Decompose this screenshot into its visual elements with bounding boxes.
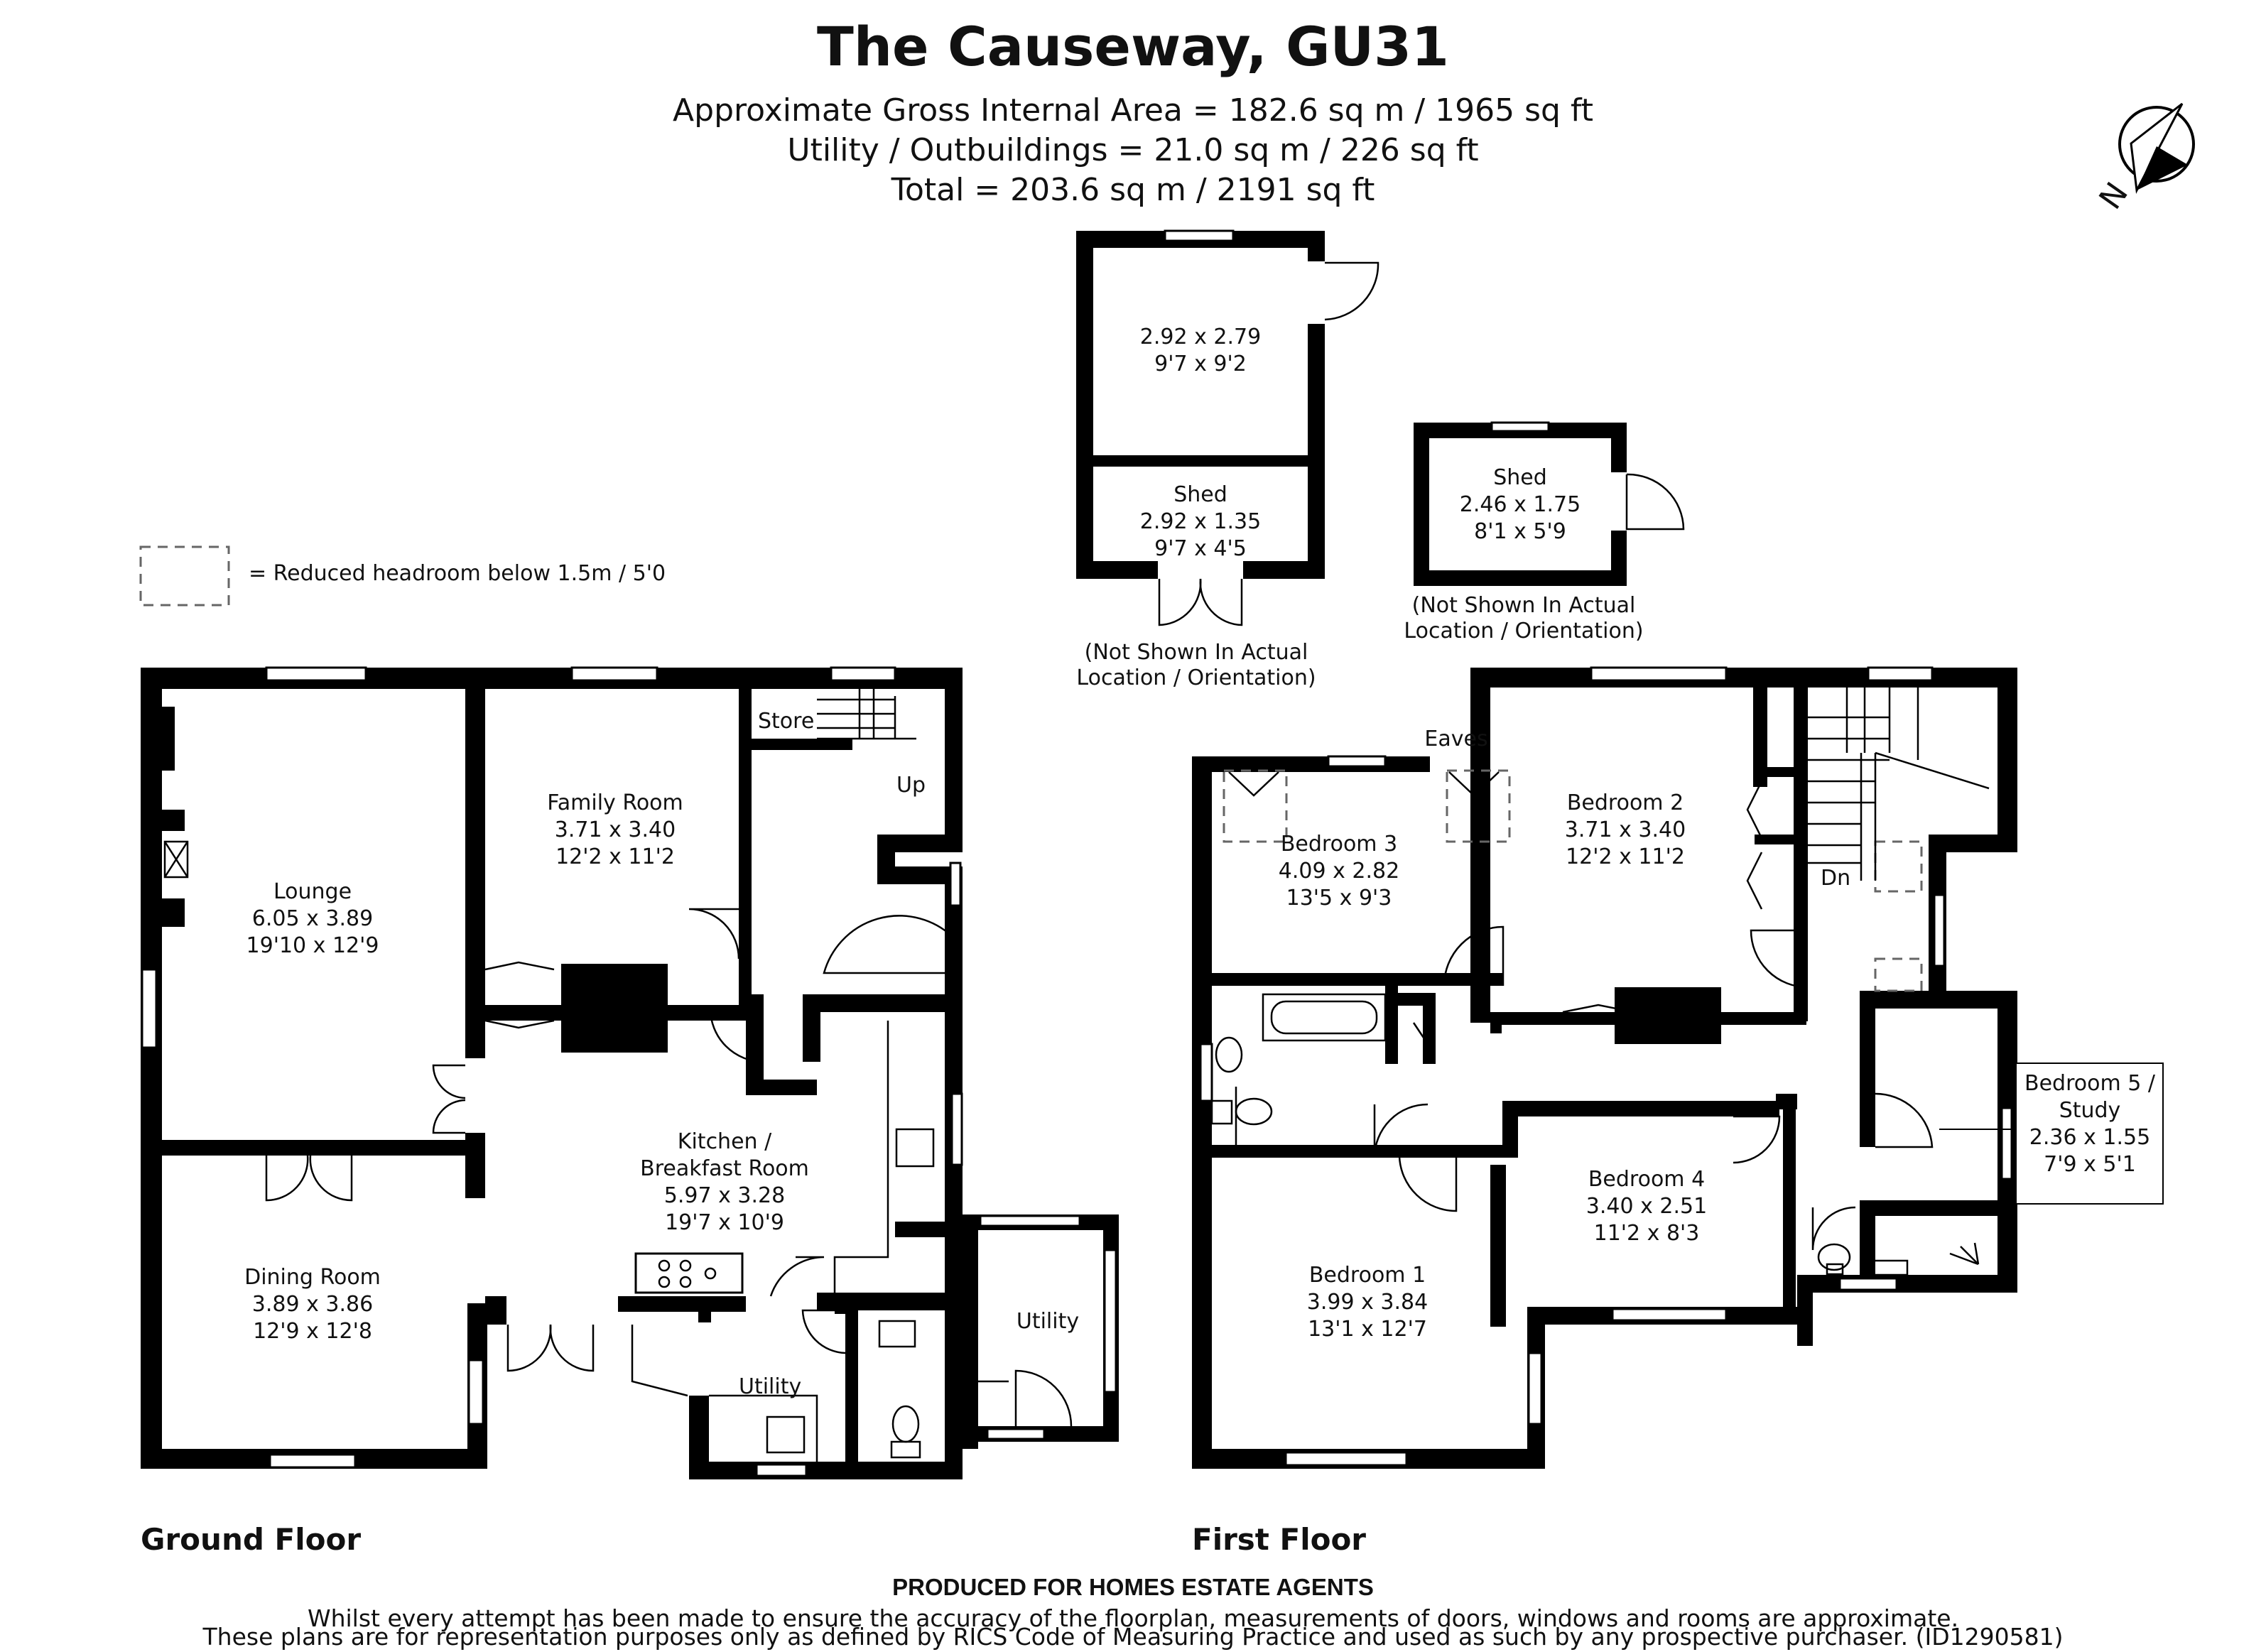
family-room-dims-ft: 12'2 x 11'2 [555,844,675,869]
utility-outbuilding [963,1214,1119,1449]
shed-a-note-line-2: Location / Orientation) [1076,665,1316,690]
eaves-label: Eaves [1424,727,1487,751]
outbuilding-a [1076,229,1379,626]
area-line-total: Total = 203.6 sq m / 2191 sq ft [891,172,1375,208]
family-room-dims-m: 3.71 x 3.40 [555,817,676,842]
kitchen-name-line-2: Breakfast Room [640,1156,809,1181]
shed-a-dims-m: 2.92 x 1.35 [1140,509,1261,534]
shed-b-note-line-2: Location / Orientation) [1404,619,1643,643]
bedroom-3-dims-m: 4.09 x 2.82 [1279,859,1399,884]
outbuilding-a-upper-dims-ft: 9'7 x 9'2 [1154,352,1247,376]
lounge-name: Lounge [273,879,352,904]
bedroom-5-name-line-2: Study [2059,1098,2121,1123]
kitchen-name-line-1: Kitchen / [678,1129,772,1154]
dining-room-name: Dining Room [244,1265,381,1290]
store-label: Store [758,709,814,734]
shed-a-note-line-1: (Not Shown In Actual [1085,640,1308,665]
kitchen-dims-ft: 19'7 x 10'9 [665,1210,784,1235]
kitchen-dims-m: 5.97 x 3.28 [664,1183,785,1208]
produced-for: PRODUCED FOR HOMES ESTATE AGENTS [892,1574,1374,1600]
stairs-down-label: Dn [1821,866,1850,891]
bedroom-2-dims-m: 3.71 x 3.40 [1565,817,1686,842]
legend-text: = Reduced headroom below 1.5m / 5'0 [249,561,666,586]
bedroom-2-dims-ft: 12'2 x 11'2 [1566,844,1685,869]
bedroom-4-dims-ft: 11'2 x 8'3 [1594,1221,1700,1246]
bedroom-4-dims-m: 3.40 x 2.51 [1586,1194,1707,1219]
bedroom-5-dims-m: 2.36 x 1.55 [2029,1125,2150,1150]
shed-b-dims-m: 2.46 x 1.75 [1460,492,1581,517]
bedroom-5-name-line-1: Bedroom 5 / [2024,1071,2156,1096]
dining-room-dims-ft: 12'9 x 12'8 [253,1319,372,1344]
bedroom-1-name: Bedroom 1 [1309,1263,1426,1288]
page-title: The Causeway, GU31 [817,15,1449,78]
first-floor-plan [1192,666,2017,1469]
disclaimer-line-2: These plans are for representation purpo… [202,1623,2064,1651]
lounge-dims-m: 6.05 x 3.89 [252,906,373,931]
ground-floor-plan [141,666,963,1479]
stairs-up-label: Up [896,773,926,798]
ground-floor-label: Ground Floor [141,1522,361,1557]
shed-b-name: Shed [1493,465,1547,490]
area-line-utility: Utility / Outbuildings = 21.0 sq m / 226… [787,132,1478,168]
bedroom-3-name: Bedroom 3 [1281,832,1397,857]
bedroom-3-dims-ft: 13'5 x 9'3 [1286,886,1392,911]
utility-inner-label: Utility [739,1374,801,1399]
dining-room-dims-m: 3.89 x 3.86 [252,1292,373,1317]
shed-b-dims-ft: 8'1 x 5'9 [1474,519,1566,544]
disclaimer-line-1: Whilst every attempt has been made to en… [308,1604,1958,1632]
lounge-dims-ft: 19'10 x 12'9 [246,933,379,958]
bedroom-1-dims-ft: 13'1 x 12'7 [1308,1317,1427,1342]
compass-icon: N [2092,102,2195,216]
bedroom-5-dims-ft: 7'9 x 5'1 [2044,1152,2136,1177]
bedroom-4-name: Bedroom 4 [1588,1167,1705,1192]
first-floor-label: First Floor [1192,1522,1366,1557]
outbuilding-a-upper-dims-m: 2.92 x 2.79 [1140,325,1261,349]
shed-a-name: Shed [1173,482,1227,507]
family-room-name: Family Room [547,790,683,815]
area-line-gross: Approximate Gross Internal Area = 182.6 … [673,92,1593,129]
legend-reduced-headroom-swatch [139,545,230,607]
compass-north-label: N [2092,176,2135,216]
bedroom-5-callout [2015,1063,2164,1205]
shed-b-note-line-1: (Not Shown In Actual [1412,593,1636,618]
shed-a-dims-ft: 9'7 x 4'5 [1154,536,1247,561]
outbuilding-b [1414,421,1685,586]
utility-outer-label: Utility [1017,1309,1079,1334]
bedroom-1-dims-m: 3.99 x 3.84 [1307,1290,1428,1315]
bedroom-2-name: Bedroom 2 [1567,790,1684,815]
